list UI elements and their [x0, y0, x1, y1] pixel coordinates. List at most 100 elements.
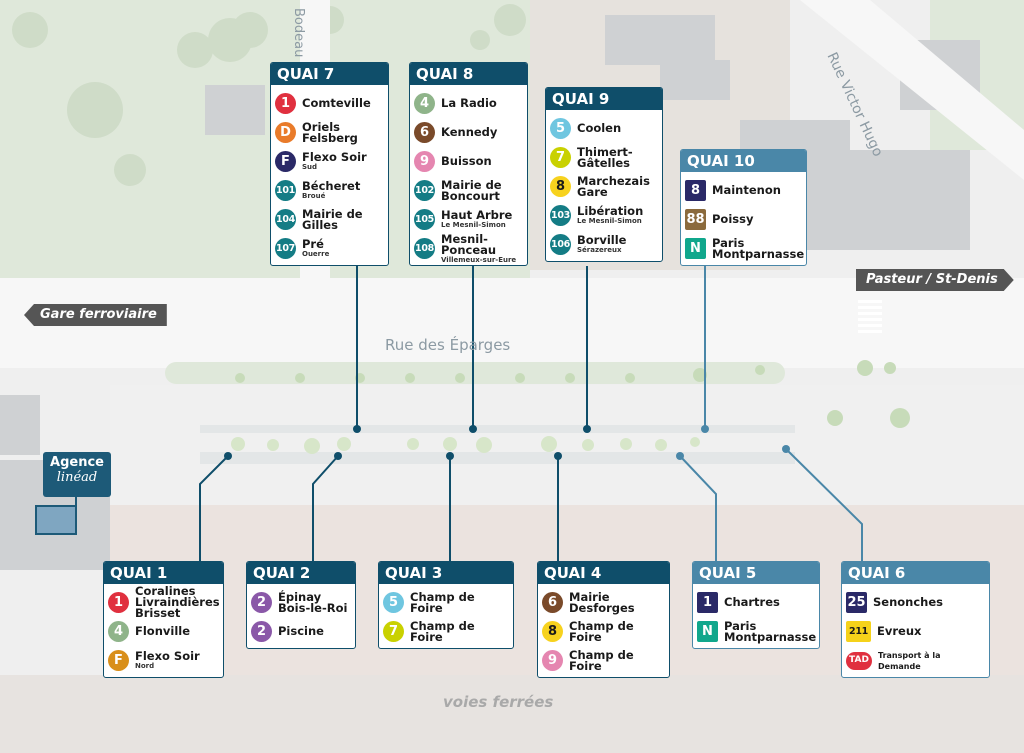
line-row[interactable]: N Paris Montparnasse — [685, 234, 805, 263]
line-badge: 104 — [275, 209, 296, 230]
line-destination: Champ de Foire — [410, 591, 509, 614]
quai-title: QUAI 8 — [410, 63, 527, 85]
line-badge: N — [697, 621, 718, 642]
line-row[interactable]: 6 Mairie Desforges — [542, 588, 665, 617]
line-destination: Senonches — [873, 596, 943, 608]
line-destination: Comteville — [302, 97, 371, 109]
line-badge: 6 — [414, 122, 435, 143]
line-destination: Mairie de Gilles — [302, 208, 384, 231]
quai-title: QUAI 10 — [681, 150, 806, 172]
line-badge: 7 — [550, 147, 571, 168]
destination-name: Coralines Livraindières Brisset — [135, 584, 220, 620]
quai-title: QUAI 7 — [271, 63, 388, 85]
destination-name: Paris Montparnasse — [712, 235, 805, 261]
quai-title: QUAI 9 — [546, 88, 662, 110]
line-badge: 211 — [846, 621, 871, 642]
destination-name: Piscine — [278, 624, 324, 638]
destination-sub: Villemeux-sur-Eure — [441, 255, 517, 264]
line-badge: 1 — [697, 592, 718, 613]
road-victor-hugo — [800, 0, 1024, 180]
plaza — [110, 385, 1024, 505]
destination-name: Maintenon — [712, 183, 781, 197]
destination-name: Flexo Soir — [302, 150, 367, 164]
agence-linead-sign[interactable]: Agence linéad — [43, 452, 111, 497]
line-destination: Poissy — [712, 212, 754, 226]
line-row[interactable]: 104 Mairie de Gilles — [275, 205, 384, 234]
line-destination: Mairie Desforges — [569, 591, 665, 614]
railway-area — [0, 675, 1024, 753]
direction-gare-text: Gare ferroviaire — [40, 307, 157, 322]
line-badge: N — [685, 238, 706, 259]
line-badge: D — [275, 122, 296, 143]
line-row[interactable]: 7 Thimert-Gâtelles — [550, 143, 658, 172]
destination-name: Poissy — [712, 212, 754, 226]
line-destination: Flonville — [135, 625, 190, 637]
line-row[interactable]: 6 Kennedy — [414, 118, 523, 147]
quay-trees — [231, 436, 700, 454]
connector-dots-top — [353, 425, 591, 433]
connector-dots-bottom-light — [676, 445, 790, 460]
line-destination: Thimert-Gâtelles — [577, 146, 658, 169]
line-badge: 9 — [542, 650, 563, 671]
destination-name: Champ de Foire — [410, 618, 475, 644]
line-badge: 6 — [542, 592, 563, 613]
line-destination: Kennedy — [441, 125, 498, 139]
line-badge: 9 — [414, 151, 435, 172]
direction-pasteur-st-denis: Pasteur / St-Denis — [856, 269, 1014, 291]
line-destination: Paris Montparnasse — [712, 235, 805, 261]
road-eparges — [0, 278, 1024, 368]
quai-title: QUAI 1 — [104, 562, 223, 584]
line-destination: Coralines Livraindières Brisset — [135, 584, 220, 620]
line-destination: La Radio — [441, 97, 497, 109]
line-badge: 103 — [550, 205, 571, 226]
destination-name: Kennedy — [441, 125, 498, 139]
